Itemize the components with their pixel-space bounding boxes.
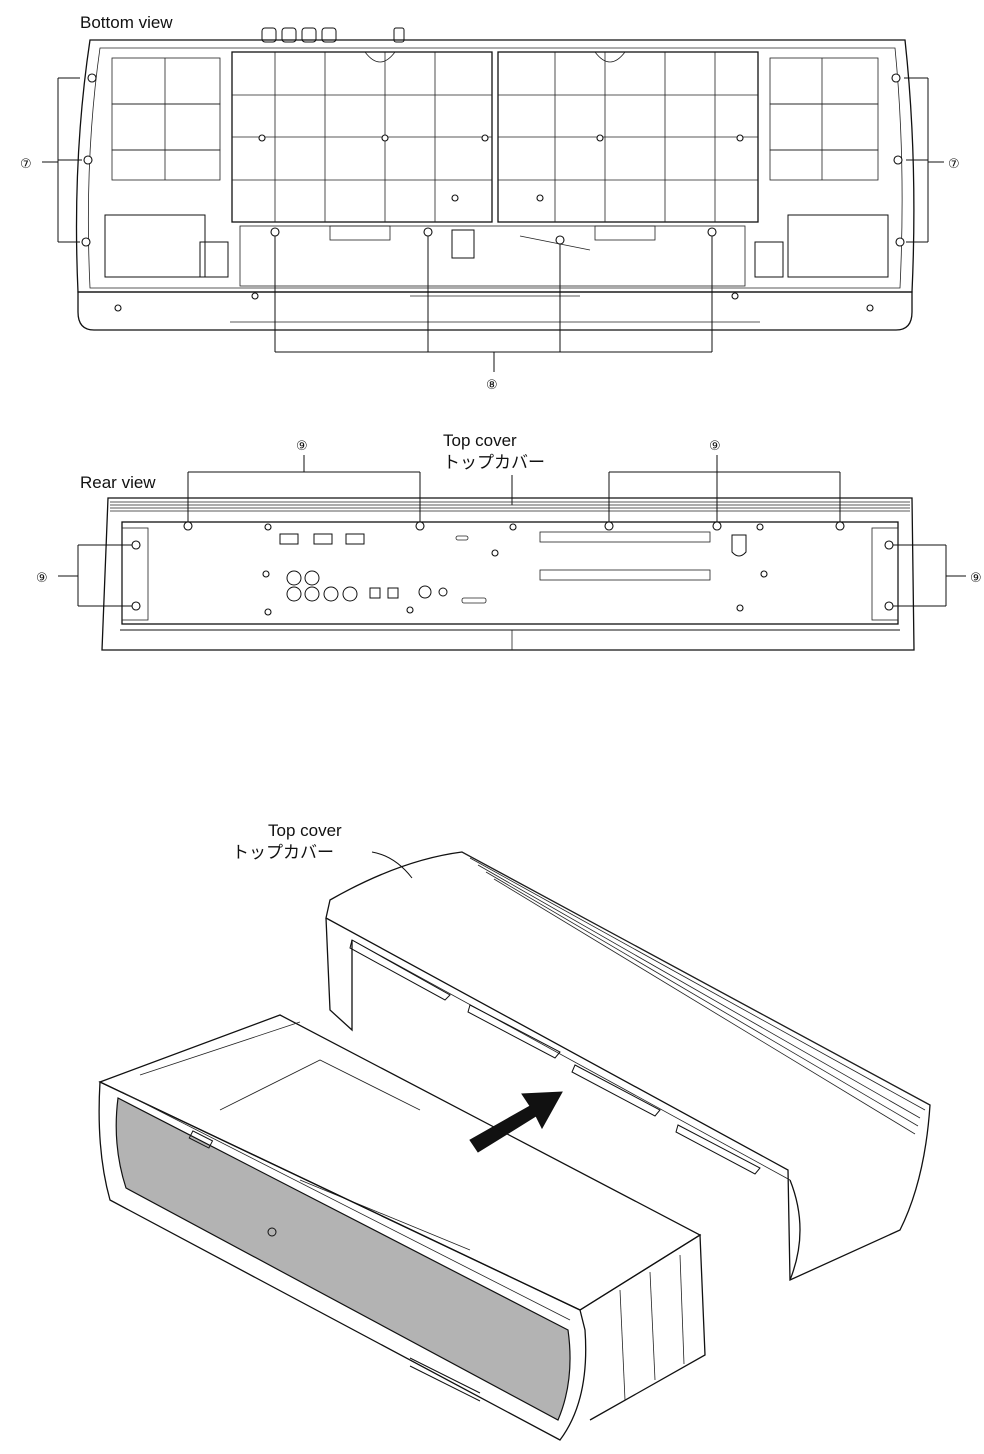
callout-7-right: ⑦ xyxy=(904,77,960,243)
rear-panel xyxy=(121,521,899,625)
slide-direction-arrow-icon xyxy=(469,1091,563,1153)
callout-9-top-left: ⑨ xyxy=(187,438,421,522)
callout-8: ⑧ xyxy=(274,236,713,392)
rear-view: Rear view Top cover トップカバー xyxy=(36,431,982,651)
bottom-view: Bottom view xyxy=(20,13,960,392)
callout-9-top-right: ⑨ xyxy=(608,438,841,522)
top-cover-label-jp-rear: トップカバー xyxy=(443,453,545,472)
bottom-front-lip xyxy=(77,291,913,331)
top-cover-label-jp-exploded: トップカバー xyxy=(232,843,334,862)
rear-connectors xyxy=(279,533,747,604)
callout-9-top-left-number: ⑨ xyxy=(296,438,308,453)
top-cover-label-en-exploded: Top cover xyxy=(268,821,342,840)
front-grille xyxy=(115,1097,571,1421)
callout-8-number: ⑧ xyxy=(486,377,498,392)
main-unit-body xyxy=(98,1014,706,1441)
bottom-lower-board xyxy=(239,225,746,297)
rear-vents xyxy=(539,531,711,581)
callout-9-side-right: ⑨ xyxy=(893,544,982,607)
callout-9-side-right-number: ⑨ xyxy=(970,570,982,585)
bottom-right-compartments xyxy=(754,57,889,278)
top-cover-part xyxy=(325,851,931,1282)
top-cover-leader xyxy=(371,851,413,879)
bottom-view-label: Bottom view xyxy=(80,13,173,32)
bottom-chassis-inner xyxy=(87,47,903,289)
callout-7-left: ⑦ xyxy=(20,77,82,243)
callout-9-side-left-number: ⑨ xyxy=(36,570,48,585)
callout-9-side-left: ⑨ xyxy=(36,544,132,607)
bottom-top-connectors xyxy=(261,27,405,43)
callout-7-right-number: ⑦ xyxy=(948,156,960,171)
bottom-left-panel xyxy=(231,51,493,223)
exploded-view: Top cover トップカバー xyxy=(98,821,931,1441)
bottom-right-panel xyxy=(497,51,759,223)
callout-7-left-number: ⑦ xyxy=(20,156,32,171)
rear-chassis-outline xyxy=(101,497,915,651)
rear-screws xyxy=(131,521,894,616)
top-cover-label-en-rear: Top cover xyxy=(443,431,517,450)
callout-9-top-right-number: ⑨ xyxy=(709,438,721,453)
bottom-left-compartments xyxy=(104,57,229,278)
rear-view-label: Rear view xyxy=(80,473,156,492)
